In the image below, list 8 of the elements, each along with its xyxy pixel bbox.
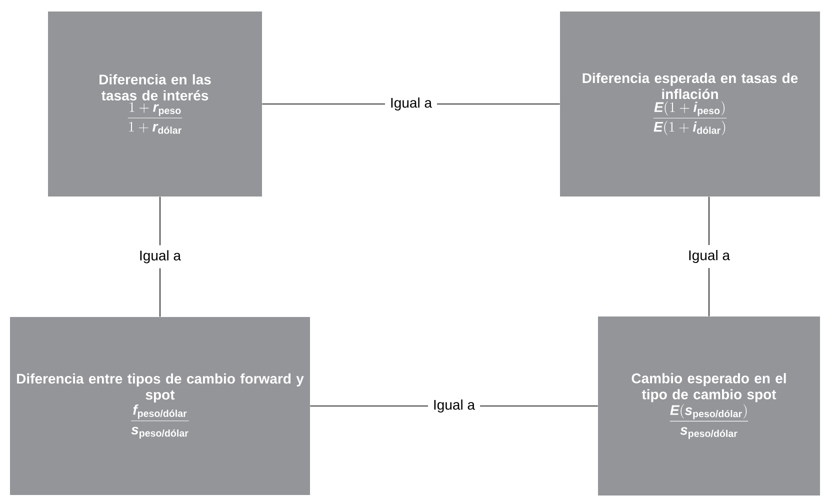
process-box: Cambio esperado en el tipo de cambio spot $\frac{\textit{E}(\textit{s}_{\text{peso/dólar}})}{\textit{s}_{\text{peso/dólar}}}$: [598, 316, 820, 496]
process-box: Diferencia en las tasas de interés $\frac{1 + \textit{r}_{\text{peso}}}{1 + \textit{r}_{\text{dólar}}}$: [48, 12, 262, 196]
edge-label: Igual a: [134, 245, 186, 268]
edge-label: Igual a: [683, 244, 736, 268]
process-box: Diferencia esperada en tasas de inflación $\frac{\textit{E}(1 + \textit{i}_{\text{peso}})}{\textit{E}(1 + \textit{i}_{\text{dólar}})}$: [560, 12, 820, 196]
edge-label: Igual a: [428, 394, 480, 418]
edge-label: Igual a: [385, 92, 438, 116]
process-box: Diferencia entre tipos de cambio forward y spot $\frac{\textit{f}_{\text{peso/dólar}}}{\textit{s}_{\text{peso/dólar}}}$: [10, 317, 310, 495]
